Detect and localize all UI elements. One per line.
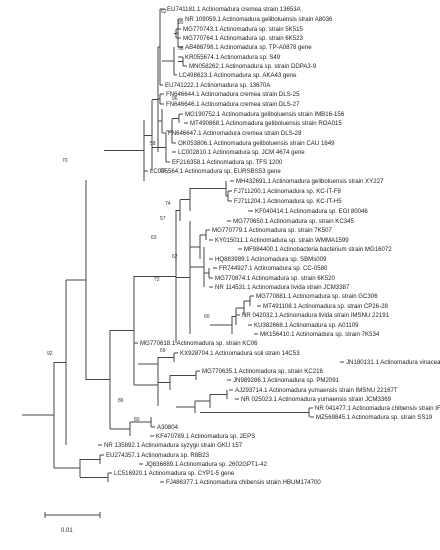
taxon-label: MT490868.1 Actinomadura geliboluensis st… [190,120,342,127]
taxon-label: KR055674.1 Actinomadura sp. S49 [185,54,281,61]
taxon-label: FJ486377.1 Actinomadura chibensis strain… [166,479,321,486]
taxon-label: FJ711200.1 Actinomadura sp. KC-IT-F8 [234,188,342,195]
bootstrap-value: 60 [204,314,210,320]
bootstrap-value: 63 [151,235,157,241]
taxon-label: KX928704.1 Actinomadura soli strain 14C5… [180,350,300,357]
taxon-label: EU741181.1 Actinomadura cremea strain 13… [167,6,302,13]
bootstrap-value: 86 [118,398,124,404]
taxon-label: MG770764.1 Actinomadura sp. strain 6K523 [183,35,304,42]
bootstrap-value: 72 [154,277,160,283]
taxon-label: MG770743.1 Actinomadura sp. strain 5K515 [183,26,304,33]
taxon-label: FN646646.1 Actinomadura cremea strain DL… [166,101,300,108]
taxon-label: MT491108.1 Actinomadura sp. strain CP26-… [263,303,388,310]
bootstrap-value: 71 [160,168,166,174]
taxon-label: NR 041477.1 Actinomadura chibensis strai… [315,405,440,412]
taxon-label: MG770874.1 Actinomadura sp. strain 6K520 [215,275,336,282]
taxon-label: LC002810.1 Actinomadura sp. JCM 4674 gen… [178,149,305,156]
taxon-label: NR 109059.1 Actinomadura geliboluensis s… [185,16,333,23]
taxon-label: LC516920.1 Actinomadura sp. CYP1-5 gene [114,470,235,477]
taxon-label: NR 114531.1 Actinomadura livida strain J… [215,284,350,291]
taxon-label: KY015011.1 Actinomadura sp. strain WMMA1… [215,237,349,244]
taxon-label: MF984400.1 Actinobacteria bacterium stra… [244,246,392,253]
taxon-label: A30804 [157,424,179,431]
bootstrap-value: 95 [178,20,184,26]
taxon-label: KU382668.1 Actinomadura sp. A01109 [254,322,359,329]
bootstrap-value: 58 [150,141,156,147]
taxon-label: MZ569845.1 Actinomadura sp. strain SS19 [316,414,433,421]
taxon-label: MN058262.1 Actinomadura sp. strain DDPA3… [189,63,317,70]
taxon-label: EU741222.1 Actinomadura sp. 13670A [165,82,271,89]
taxon-label: JN180131.1 Actinomadura vinacea strain 1… [346,359,440,366]
bootstrap-value: 62 [161,9,167,15]
taxon-label: MH432691.1 Actinomadura geliboluensis st… [236,178,384,185]
bootstrap-value: 69 [160,348,166,354]
taxon-label: MG770650.1 Actinomadura sp. strain KC345 [233,218,355,225]
bootstrap-value: 57 [160,216,166,222]
taxon-label: FN646647.1 Actinomadura cremea strain DL… [168,130,302,137]
taxon-label: MG770881.1 Actinomadura sp. strain GC306 [256,293,378,300]
bootstrap-value: 96 [172,96,178,102]
bootstrap-value: 80 [134,417,140,423]
taxon-label: JN989286.1 Actinomadura sp. PM2091 [233,377,340,384]
taxon-label: HQ883989.1 Actinomadura sp. SBMs009 [215,256,327,263]
taxon-label: OK053806.1 Actinomadura geliboluensis st… [178,140,335,147]
taxon-label: FR744927.1 Actinomadura sp. CC-0580 [219,265,328,272]
bootstrap-value: 70 [62,158,68,164]
taxon-label: MG770635.1 Actinomadura sp. strain KC216 [202,368,324,375]
bootstrap-value: 98 [178,46,184,52]
taxon-label: AB488798.1 Actinomadura sp. TP-A0878 gen… [185,44,312,51]
taxon-label: LC498623.1 Actinomadura sp. AKA43 gene [179,72,297,79]
taxon-label: AJ293714.1 Actinomadura yumaensis strain… [235,387,398,394]
taxon-label: JQ836689.1 Actinomadura sp. 2602GPT1-42 [145,461,268,468]
taxon-label: MG770779.1 Actinomadura sp. strain 7K507 [212,227,333,234]
taxon-label: NR 042032.1 Actinomadura livida strain I… [242,312,390,319]
taxon-label: EU274357.1 Actinomadura sp. R8B23 [106,452,210,459]
taxon-label: NR 135892.1 Actinomadura syzygii strain … [104,442,243,449]
taxon-label: EF216358.1 Actinomadura sp. TFS 1200 [172,159,283,166]
bootstrap-value: 74 [165,201,171,207]
scale-bar-label: 0.01 [61,528,73,534]
bootstrap-value: 62 [172,254,178,260]
taxon-label: FN646644.1 Actinomadura cremea strain DL… [166,91,300,98]
taxon-label: NR 025023.1 Actinomadura yumaensis strai… [241,396,392,403]
taxon-label: MG190752.1 Actinomadura geliboluensis st… [185,111,345,118]
taxon-label: MK156410.1 Actinomadura sp. strain 7K534 [260,331,380,338]
taxon-label: KF470789.1 Actinomadura sp. 2EPS [156,433,255,440]
taxon-label: KF040414.1 Actinomadura sp. EGI 80046 [255,208,368,215]
taxon-label: MG770618.1 Actinomadura sp. strain KC06 [140,340,258,347]
bootstrap-value: 92 [47,351,53,357]
taxon-label: FJ711204.1 Actinomadura sp. KC-IT-H5 [234,198,342,205]
taxon-label: LC085564.1 Actinomadura sp. EURSBS53 gen… [150,168,281,175]
